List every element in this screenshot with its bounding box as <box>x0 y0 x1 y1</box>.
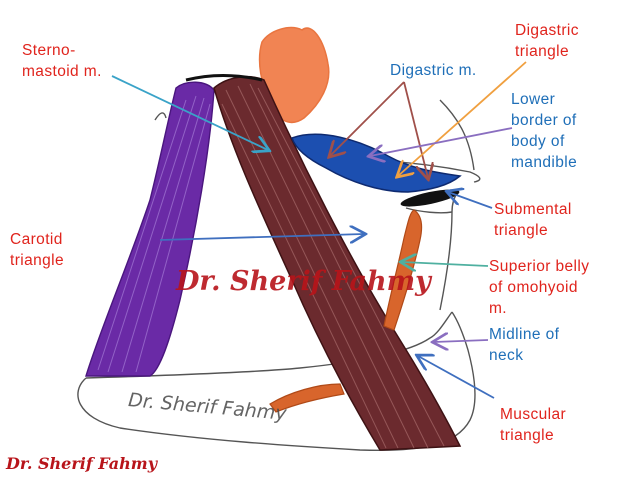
label-digastric-triangle: Digastric triangle <box>515 22 579 60</box>
sternomastoid-muscle-shape <box>213 75 462 451</box>
label-digastric-muscle: Digastric m. <box>390 62 477 79</box>
label-carotid-triangle: Carotid triangle <box>10 231 65 269</box>
trapezius-purple-shape <box>85 81 215 377</box>
label-lower-border-mandible: Lower border of body of mandible <box>511 91 578 171</box>
label-midline-neck: Midline of neck <box>489 326 560 364</box>
omohyoid-inferior-belly-shape <box>269 383 345 413</box>
label-superior-belly-omohyoid: Superior belly of omohyoid m. <box>489 258 590 317</box>
label-sternomastoid: Sterno- mastoid m. <box>22 42 102 80</box>
pointer-lines <box>111 61 527 399</box>
label-muscular-triangle: Muscular triangle <box>500 406 567 444</box>
watermark-corner: Dr. Sherif Fahmy <box>6 454 158 473</box>
label-submental-triangle: Submental triangle <box>494 201 572 239</box>
watermark-center: Dr. Sherif Fahmy <box>176 266 431 297</box>
